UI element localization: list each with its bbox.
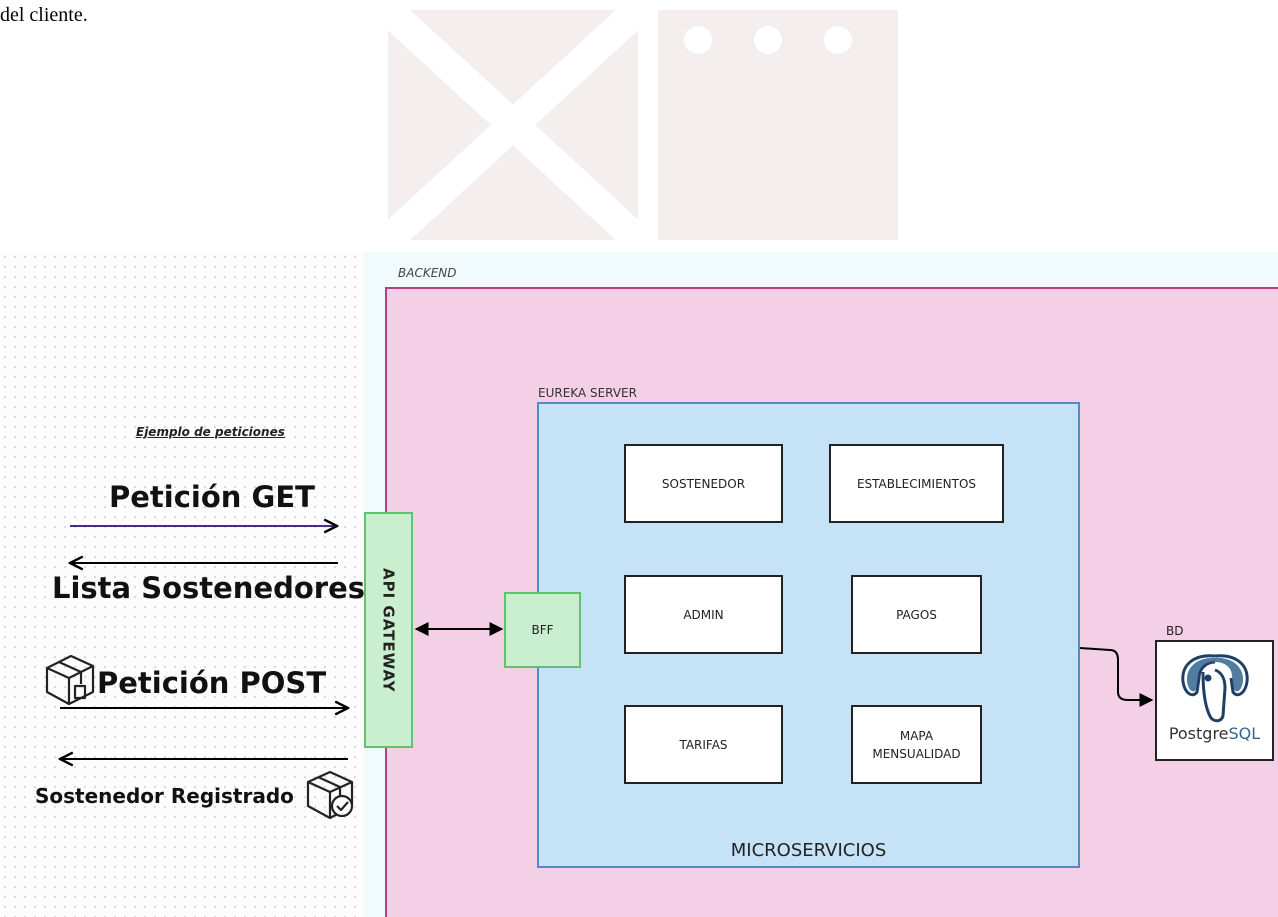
postgres-logo-suffix: SQL — [1228, 724, 1261, 743]
service-sostenedor[interactable]: SOSTENEDOR — [624, 444, 783, 523]
postgresql-logo-text: PostgreSQL — [1155, 724, 1274, 743]
api-gateway-label: API GATEWAY — [379, 567, 398, 693]
requests-title: Ejemplo de peticiones — [136, 425, 285, 439]
backend-label: BACKEND — [398, 266, 457, 280]
post-request-label: Petición POST — [97, 666, 327, 700]
package-check-icon — [306, 770, 354, 820]
elephant-icon — [1181, 654, 1249, 723]
microservicios-label: MICROSERVICIOS — [730, 840, 887, 861]
postgres-logo-prefix: Postgre — [1168, 724, 1229, 743]
package-icon — [45, 654, 95, 706]
service-tarifas[interactable]: TARIFAS — [624, 705, 783, 784]
get-request-label: Petición GET — [109, 480, 315, 514]
get-response-label: Lista Sostenedores — [52, 571, 366, 605]
bd-label: BD — [1166, 624, 1184, 638]
service-pagos[interactable]: PAGOS — [851, 575, 982, 654]
bff-box[interactable]: BFF — [504, 592, 581, 668]
api-gateway-box[interactable]: API GATEWAY — [364, 512, 413, 748]
service-mapa-mensualidad[interactable]: MAPA MENSUALIDAD — [851, 705, 982, 784]
post-response-label: Sostenedor Registrado — [35, 784, 294, 808]
eureka-server-label: EUREKA SERVER — [538, 386, 637, 400]
page-caption: del cliente. — [0, 4, 88, 26]
crest-watermark — [377, 0, 898, 252]
service-establecimientos[interactable]: ESTABLECIMIENTOS — [829, 444, 1004, 523]
service-admin[interactable]: ADMIN — [624, 575, 783, 654]
